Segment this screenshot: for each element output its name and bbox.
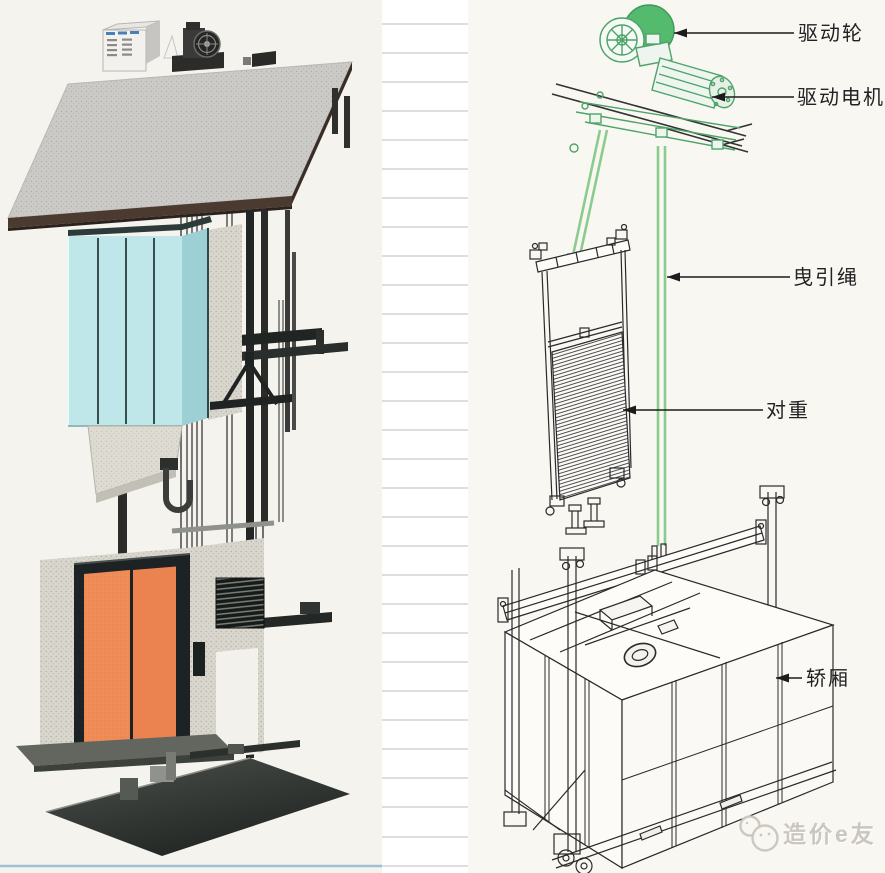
traction-machine-drawing <box>569 4 741 153</box>
traction-machine-render <box>163 22 224 72</box>
chat-bubbles-icon <box>739 815 779 852</box>
label-drive-sheave: 驱动轮 <box>798 23 864 45</box>
car-drawing <box>497 485 837 873</box>
counterweight-stack <box>551 331 631 501</box>
counterweight-drawing <box>529 223 632 535</box>
ruled-lines <box>382 23 468 867</box>
label-car: 轿厢 <box>806 668 850 690</box>
car-box-render <box>67 216 242 427</box>
landing-door-right <box>133 566 176 756</box>
compensation-chain <box>160 458 193 513</box>
traction-ropes <box>570 129 667 546</box>
machine-auxiliary-box <box>252 51 276 67</box>
control-cabinet <box>102 20 161 72</box>
door-operator-wheel <box>623 642 657 668</box>
counterweight-grille <box>215 577 265 629</box>
elevator-line-drawing <box>497 4 837 873</box>
landing-door-left <box>84 570 130 760</box>
elevator-3d-render <box>7 20 353 856</box>
roof-post-a <box>332 88 338 134</box>
label-traction-rope: 曳引绳 <box>793 267 859 289</box>
label-counterweight: 对重 <box>766 400 810 422</box>
machine-small-drum <box>243 57 251 65</box>
a-frame-bracket <box>210 352 292 410</box>
pit-base <box>16 734 350 856</box>
label-drive-motor: 驱动电机 <box>797 87 885 109</box>
hall-panel <box>193 642 205 676</box>
leader-lines <box>623 28 802 683</box>
landing-entrance <box>40 538 265 772</box>
ruled-paper-band <box>382 0 468 873</box>
roof-post-b <box>344 96 350 148</box>
watermark-text: 造价e友 <box>783 821 877 847</box>
